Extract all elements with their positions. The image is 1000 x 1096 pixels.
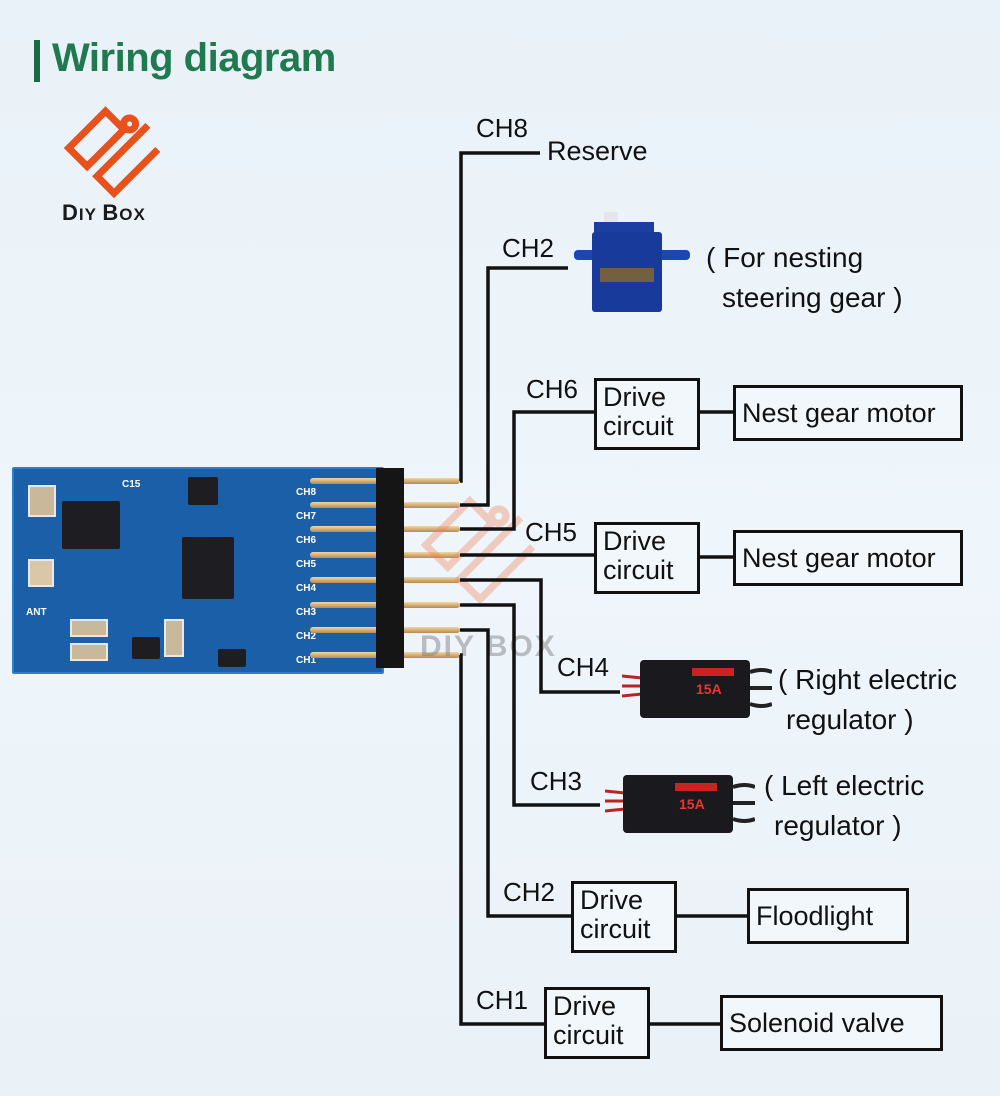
ch5-drive-circuit-box: Drive circuit xyxy=(594,522,700,594)
silk-label: C15 xyxy=(122,479,141,490)
watermark-text: DIY BOX xyxy=(420,630,557,663)
receiver-board: C15 ANT CH8 CH7 CH6 CH5 CH4 CH3 CH2 CH1 xyxy=(12,467,384,674)
channel-label-ch7: CH2 xyxy=(502,233,555,263)
title-accent-bar xyxy=(34,40,40,82)
channel-label-ch3: CH3 xyxy=(530,766,583,796)
silk-label: CH1 xyxy=(296,655,317,666)
ch2-drive-circuit-box: Drive circuit xyxy=(571,881,677,953)
svg-text:15A: 15A xyxy=(696,681,722,697)
silk-label: CH8 xyxy=(296,487,317,498)
channel-label-ch4: CH4 xyxy=(557,652,610,682)
mcu-chip xyxy=(182,537,234,599)
ch2-load-box: Floodlight xyxy=(747,888,909,944)
channel-label-ch1: CH1 xyxy=(476,985,529,1015)
ch6-load-box: Nest gear motor xyxy=(733,385,963,441)
silk-label: CH5 xyxy=(296,559,317,570)
wire-ch1 xyxy=(459,653,545,1026)
ch7-note-line1: ( For nesting xyxy=(706,242,864,273)
esc-icon: 15A xyxy=(622,660,772,718)
capacitor xyxy=(70,643,108,661)
ch5-load-box: Nest gear motor xyxy=(733,530,963,586)
transistor xyxy=(132,637,160,659)
ch7-note-line2: steering gear ) xyxy=(722,282,903,313)
ch1-drive-circuit-box: Drive circuit xyxy=(544,987,650,1059)
ic-chip xyxy=(62,501,120,549)
silk-label: CH7 xyxy=(296,511,317,522)
drive-label-line1: Drive xyxy=(603,526,667,556)
drive-label-line1: Drive xyxy=(553,991,617,1021)
crystal xyxy=(28,485,56,517)
drive-label-line1: Drive xyxy=(603,382,667,412)
rf-chip xyxy=(188,477,218,505)
watermark-logo-icon xyxy=(420,495,536,605)
ch3-note-line2: regulator ) xyxy=(774,810,902,841)
silk-label: CH2 xyxy=(296,631,317,642)
capacitor xyxy=(164,619,184,657)
drive-label-line1: Drive xyxy=(580,885,644,915)
silk-label: CH3 xyxy=(296,607,317,618)
drive-label-line2: circuit xyxy=(553,1020,624,1050)
page-title: Wiring diagram xyxy=(52,36,336,80)
wire-ch8 xyxy=(459,151,540,483)
silk-label: CH6 xyxy=(296,535,317,546)
svg-text:15A: 15A xyxy=(679,796,705,812)
channel-label-ch8: CH8 xyxy=(476,113,529,143)
drive-label-line2: circuit xyxy=(603,411,674,441)
servo-icon xyxy=(574,212,690,312)
drive-label-line2: circuit xyxy=(580,914,651,944)
channel-label-ch2: CH2 xyxy=(503,877,556,907)
channel-label-ch5: CH5 xyxy=(525,517,578,547)
ch4-note-line1: ( Right electric xyxy=(778,664,957,695)
ch1-load-box: Solenoid valve xyxy=(720,995,943,1051)
ch4-note-line2: regulator ) xyxy=(786,704,914,735)
brand-name: DIY BOX xyxy=(62,200,146,225)
antenna-connector xyxy=(28,559,54,587)
ch3-note-line1: ( Left electric xyxy=(764,770,925,801)
drive-label-line2: circuit xyxy=(603,555,674,585)
silk-label: ANT xyxy=(26,607,47,618)
circuit-board-logo-icon xyxy=(64,106,161,198)
ch8-target-reserve: Reserve xyxy=(547,136,648,166)
silk-label: CH4 xyxy=(296,583,317,594)
regulator-chip xyxy=(218,649,246,667)
pin-header xyxy=(376,468,404,668)
capacitor xyxy=(70,619,108,637)
esc-icon: 15A xyxy=(605,775,755,833)
ch6-drive-circuit-box: Drive circuit xyxy=(594,378,700,450)
channel-label-ch6: CH6 xyxy=(526,374,579,404)
